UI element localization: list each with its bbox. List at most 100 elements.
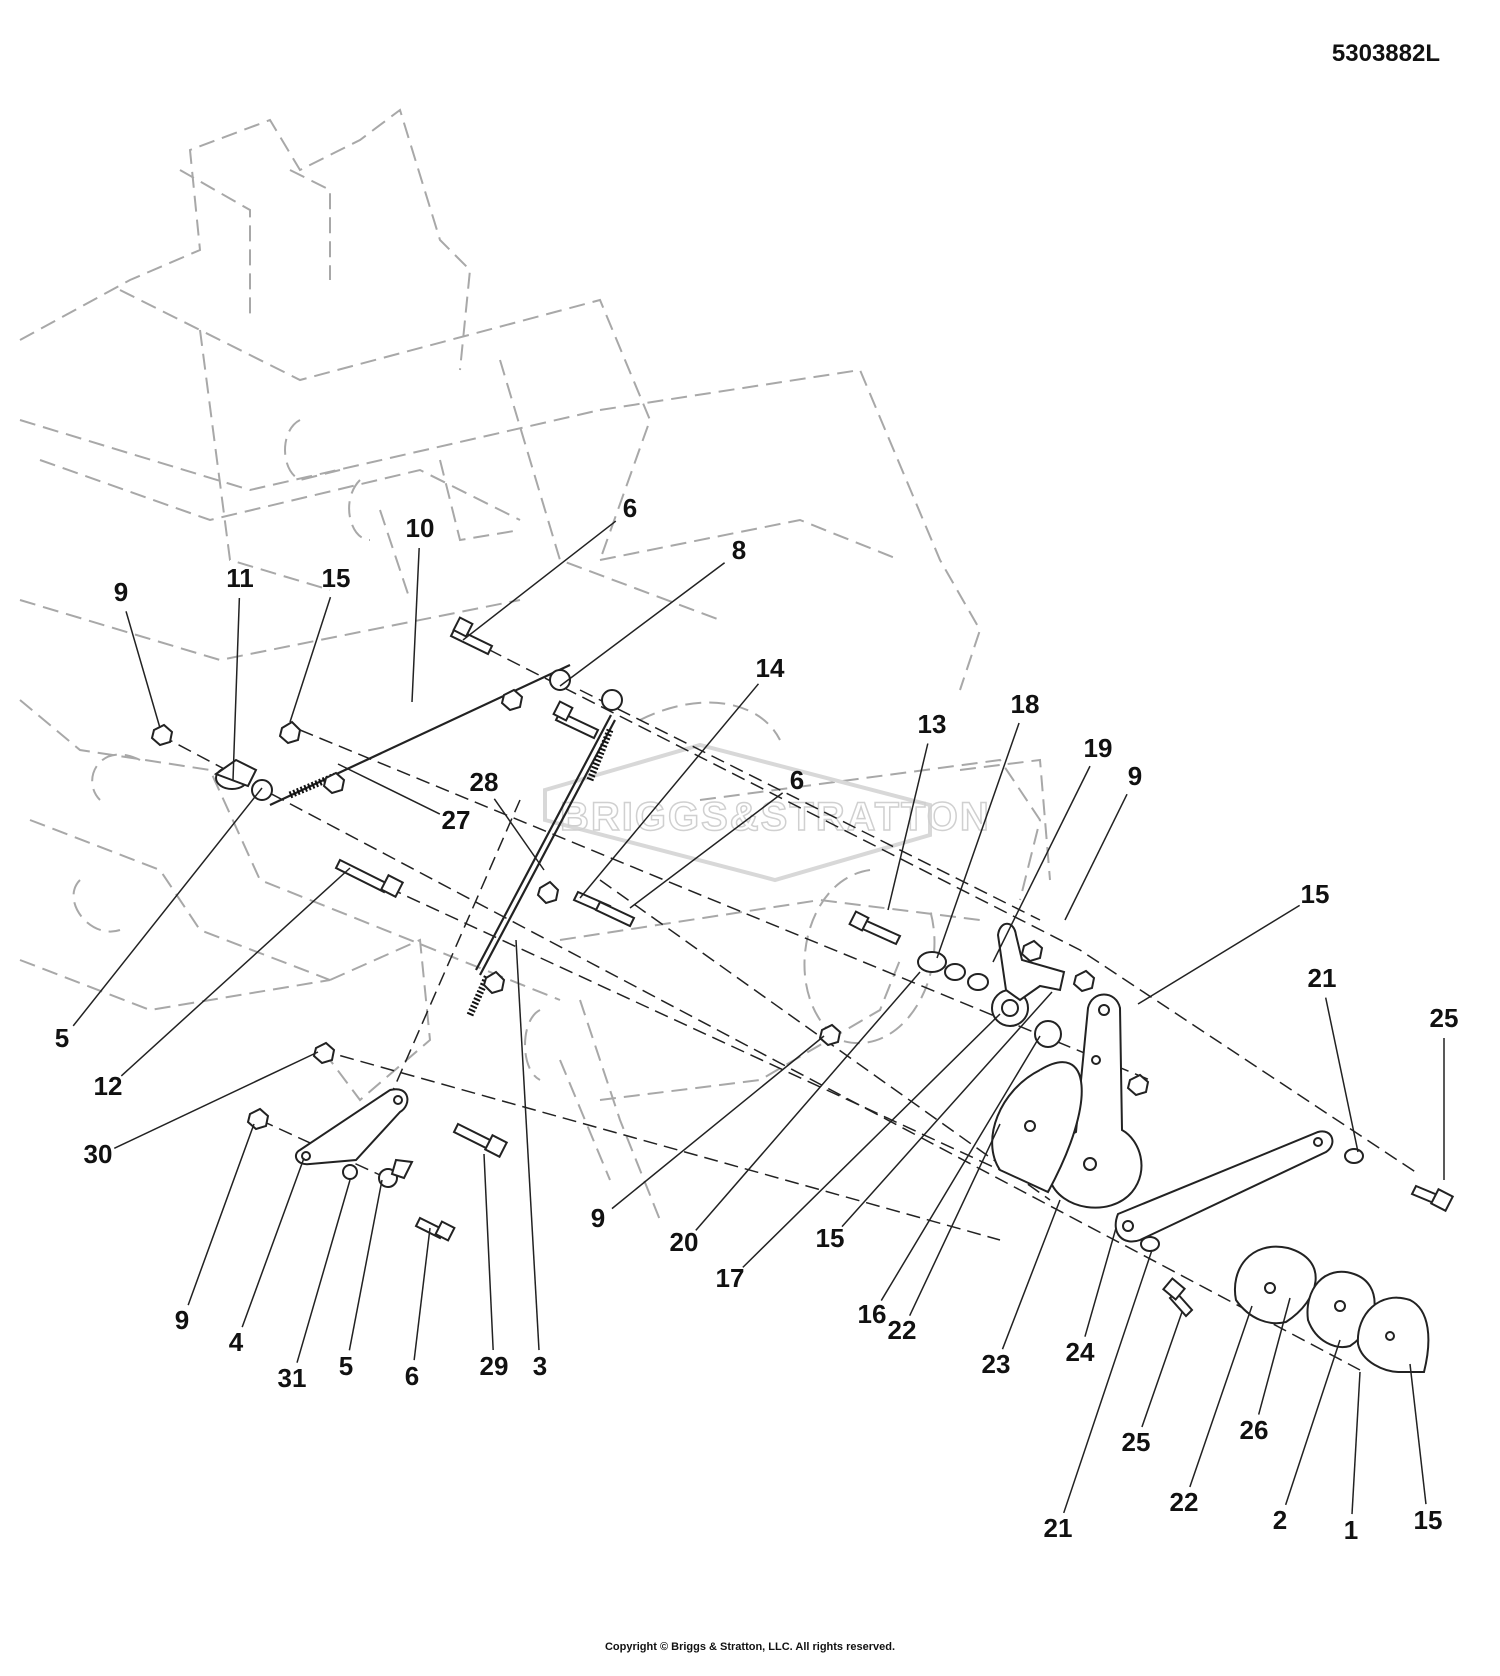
callout-number: 14 <box>756 653 785 683</box>
leader-line <box>742 1013 1001 1268</box>
washer-18 <box>917 951 947 973</box>
nut-9-mid <box>818 1023 842 1047</box>
callout-24: 24 <box>1066 1227 1117 1367</box>
callout-number: 15 <box>1301 879 1330 909</box>
leader-line <box>880 1035 1041 1301</box>
callout-number: 21 <box>1308 963 1337 993</box>
disc-plate-22-bottom <box>1234 1245 1317 1325</box>
callout-number: 5 <box>339 1351 353 1381</box>
leader-line <box>936 722 1020 959</box>
leader-line <box>1064 793 1128 921</box>
leader-line <box>695 971 921 1231</box>
leader-line <box>72 787 263 1027</box>
callout-number: 3 <box>533 1351 547 1381</box>
callout-18: 18 <box>936 689 1039 959</box>
callout-22: 22 <box>888 1123 1001 1345</box>
leader-line <box>1063 1249 1153 1514</box>
callout-19: 19 <box>992 733 1112 963</box>
nut-9-right <box>1020 939 1044 963</box>
leader-line <box>1084 1227 1117 1337</box>
nut-30 <box>312 1041 336 1065</box>
nut-15-right <box>1126 1073 1150 1097</box>
washer-20 <box>967 973 989 991</box>
leader-line <box>289 596 332 723</box>
callout-9: 9 <box>114 577 161 729</box>
arm-24 <box>1114 1130 1334 1243</box>
watermark-text: BRIGGS&STRATTON <box>560 795 991 839</box>
callout-number: 22 <box>888 1315 917 1345</box>
washer-31 <box>342 1164 358 1180</box>
callout-number: 13 <box>918 709 947 739</box>
bolt-12 <box>334 858 390 894</box>
washer-21-right <box>1344 1148 1364 1164</box>
callout-12: 12 <box>94 867 351 1101</box>
callout-28: 28 <box>470 767 545 871</box>
callout-number: 28 <box>470 767 499 797</box>
control-rod-lower <box>479 719 616 976</box>
nut-upper <box>536 880 560 905</box>
callout-number: 15 <box>1414 1505 1443 1535</box>
nut-9-bottom <box>246 1107 270 1131</box>
clevis-5 <box>390 1158 414 1180</box>
leader-line <box>992 765 1091 963</box>
callout-2: 2 <box>1273 1339 1341 1535</box>
callout-number: 6 <box>623 493 637 523</box>
leader-line <box>908 1123 1001 1317</box>
callout-number: 10 <box>406 513 435 543</box>
leader-line <box>1324 997 1359 1153</box>
callout-4: 4 <box>229 1157 305 1357</box>
leader-line <box>629 792 784 909</box>
callout-5: 5 <box>339 1179 383 1381</box>
bolt-6-mid <box>594 900 636 928</box>
callout-number: 6 <box>405 1361 419 1391</box>
nut-9-right-b <box>1072 969 1096 993</box>
leader-line <box>1137 904 1301 1005</box>
callout-23: 23 <box>982 1199 1061 1379</box>
callout-22: 22 <box>1170 1305 1253 1517</box>
callout-5: 5 <box>55 787 263 1053</box>
callout-number: 5 <box>55 1023 69 1053</box>
callout-number: 30 <box>84 1139 113 1169</box>
callout-number: 9 <box>175 1305 189 1335</box>
control-rod-upper <box>269 664 571 806</box>
callout-number: 24 <box>1066 1337 1095 1367</box>
callout-number: 4 <box>229 1327 244 1357</box>
rod-end-8a <box>549 669 571 691</box>
callout-number: 9 <box>1128 761 1142 791</box>
callout-9: 9 <box>175 1123 255 1335</box>
assembly-axis-lines <box>159 639 1421 1371</box>
leader-line <box>232 597 241 781</box>
leader-line <box>1351 1371 1361 1515</box>
callout-number: 11 <box>226 563 254 593</box>
callout-16: 16 <box>858 1035 1041 1329</box>
leader-line <box>125 611 161 729</box>
leader-line <box>411 547 420 703</box>
callout-number: 31 <box>278 1363 307 1393</box>
callout-26: 26 <box>1240 1297 1291 1445</box>
leader-line <box>413 1227 431 1361</box>
leader-line <box>1189 1305 1253 1488</box>
leader-line <box>187 1123 255 1306</box>
callout-9: 9 <box>1064 761 1142 921</box>
callout-number: 21 <box>1044 1513 1073 1543</box>
leader-line <box>462 520 617 641</box>
callout-15: 15 <box>1137 879 1330 1005</box>
nut-28 <box>500 688 524 712</box>
callout-9: 9 <box>591 1035 825 1233</box>
leader-line <box>611 1035 825 1210</box>
callout-number: 23 <box>982 1349 1011 1379</box>
callout-number: 27 <box>442 805 471 835</box>
washer-21-bottom <box>1140 1236 1160 1252</box>
drawing-number: 5303882L <box>1331 40 1440 67</box>
callout-number: 29 <box>480 1351 509 1381</box>
callout-3: 3 <box>515 939 547 1381</box>
callout-number: 20 <box>670 1227 699 1257</box>
chassis-frame-phantom <box>19 108 1051 1221</box>
leader-line <box>241 1157 305 1328</box>
callout-25: 25 <box>1430 1003 1458 1180</box>
callout-8: 8 <box>559 535 746 687</box>
leader-line <box>841 991 1053 1228</box>
nut-9-left <box>150 723 174 747</box>
